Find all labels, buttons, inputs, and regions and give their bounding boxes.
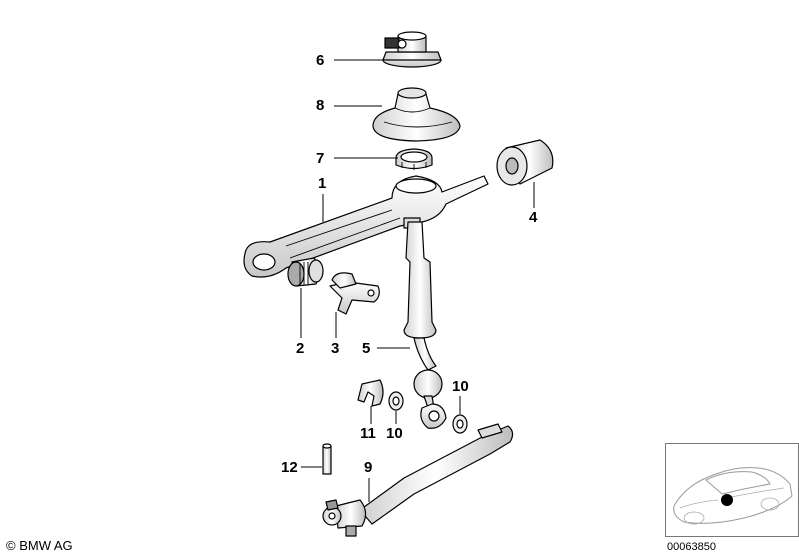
callout-10-right: 10 <box>452 378 469 414</box>
svg-text:12: 12 <box>281 459 298 476</box>
svg-text:3: 3 <box>331 340 339 357</box>
part-7-ring <box>395 148 433 170</box>
part-5-rod <box>403 221 447 429</box>
callout-1: 1 <box>318 175 326 222</box>
svg-text:1: 1 <box>318 175 326 192</box>
svg-text:7: 7 <box>316 150 324 167</box>
svg-text:9: 9 <box>364 459 372 476</box>
part-1-lever <box>243 175 489 278</box>
svg-text:2: 2 <box>296 340 304 357</box>
copyright-label: © BMW AG <box>6 538 73 553</box>
callout-6: 6 <box>316 52 384 69</box>
vehicle-locator-thumbnail <box>665 443 799 537</box>
part-10-washer-a <box>388 391 404 411</box>
part-11-clip <box>357 379 384 407</box>
callout-2: 2 <box>296 288 304 357</box>
callout-5: 5 <box>362 340 410 357</box>
callout-9: 9 <box>364 459 372 502</box>
part-3-clip <box>329 272 380 315</box>
location-marker-icon <box>721 494 733 506</box>
svg-text:5: 5 <box>362 340 370 357</box>
diagram-reference-number: 00063850 <box>667 541 716 553</box>
svg-text:8: 8 <box>316 97 324 114</box>
part-4-bushing <box>496 139 554 186</box>
svg-text:6: 6 <box>316 52 324 69</box>
part-6-collar <box>382 31 442 68</box>
part-10-washer-b <box>452 414 468 434</box>
callout-10-left: 10 <box>386 411 403 442</box>
svg-text:4: 4 <box>529 209 538 226</box>
svg-text:11: 11 <box>360 425 376 442</box>
callout-8: 8 <box>316 97 382 114</box>
part-8-boot <box>372 87 461 142</box>
callout-3: 3 <box>331 312 339 357</box>
svg-text:10: 10 <box>452 378 469 395</box>
callout-11: 11 <box>360 406 376 442</box>
car-outline-icon <box>673 467 793 525</box>
callout-7: 7 <box>316 150 398 167</box>
callout-4: 4 <box>529 182 538 226</box>
part-12-pin <box>322 443 332 475</box>
part-9-selector-rod <box>322 423 514 537</box>
part-2-sleeve <box>287 257 324 287</box>
callout-12: 12 <box>281 459 322 476</box>
svg-text:10: 10 <box>386 425 403 442</box>
